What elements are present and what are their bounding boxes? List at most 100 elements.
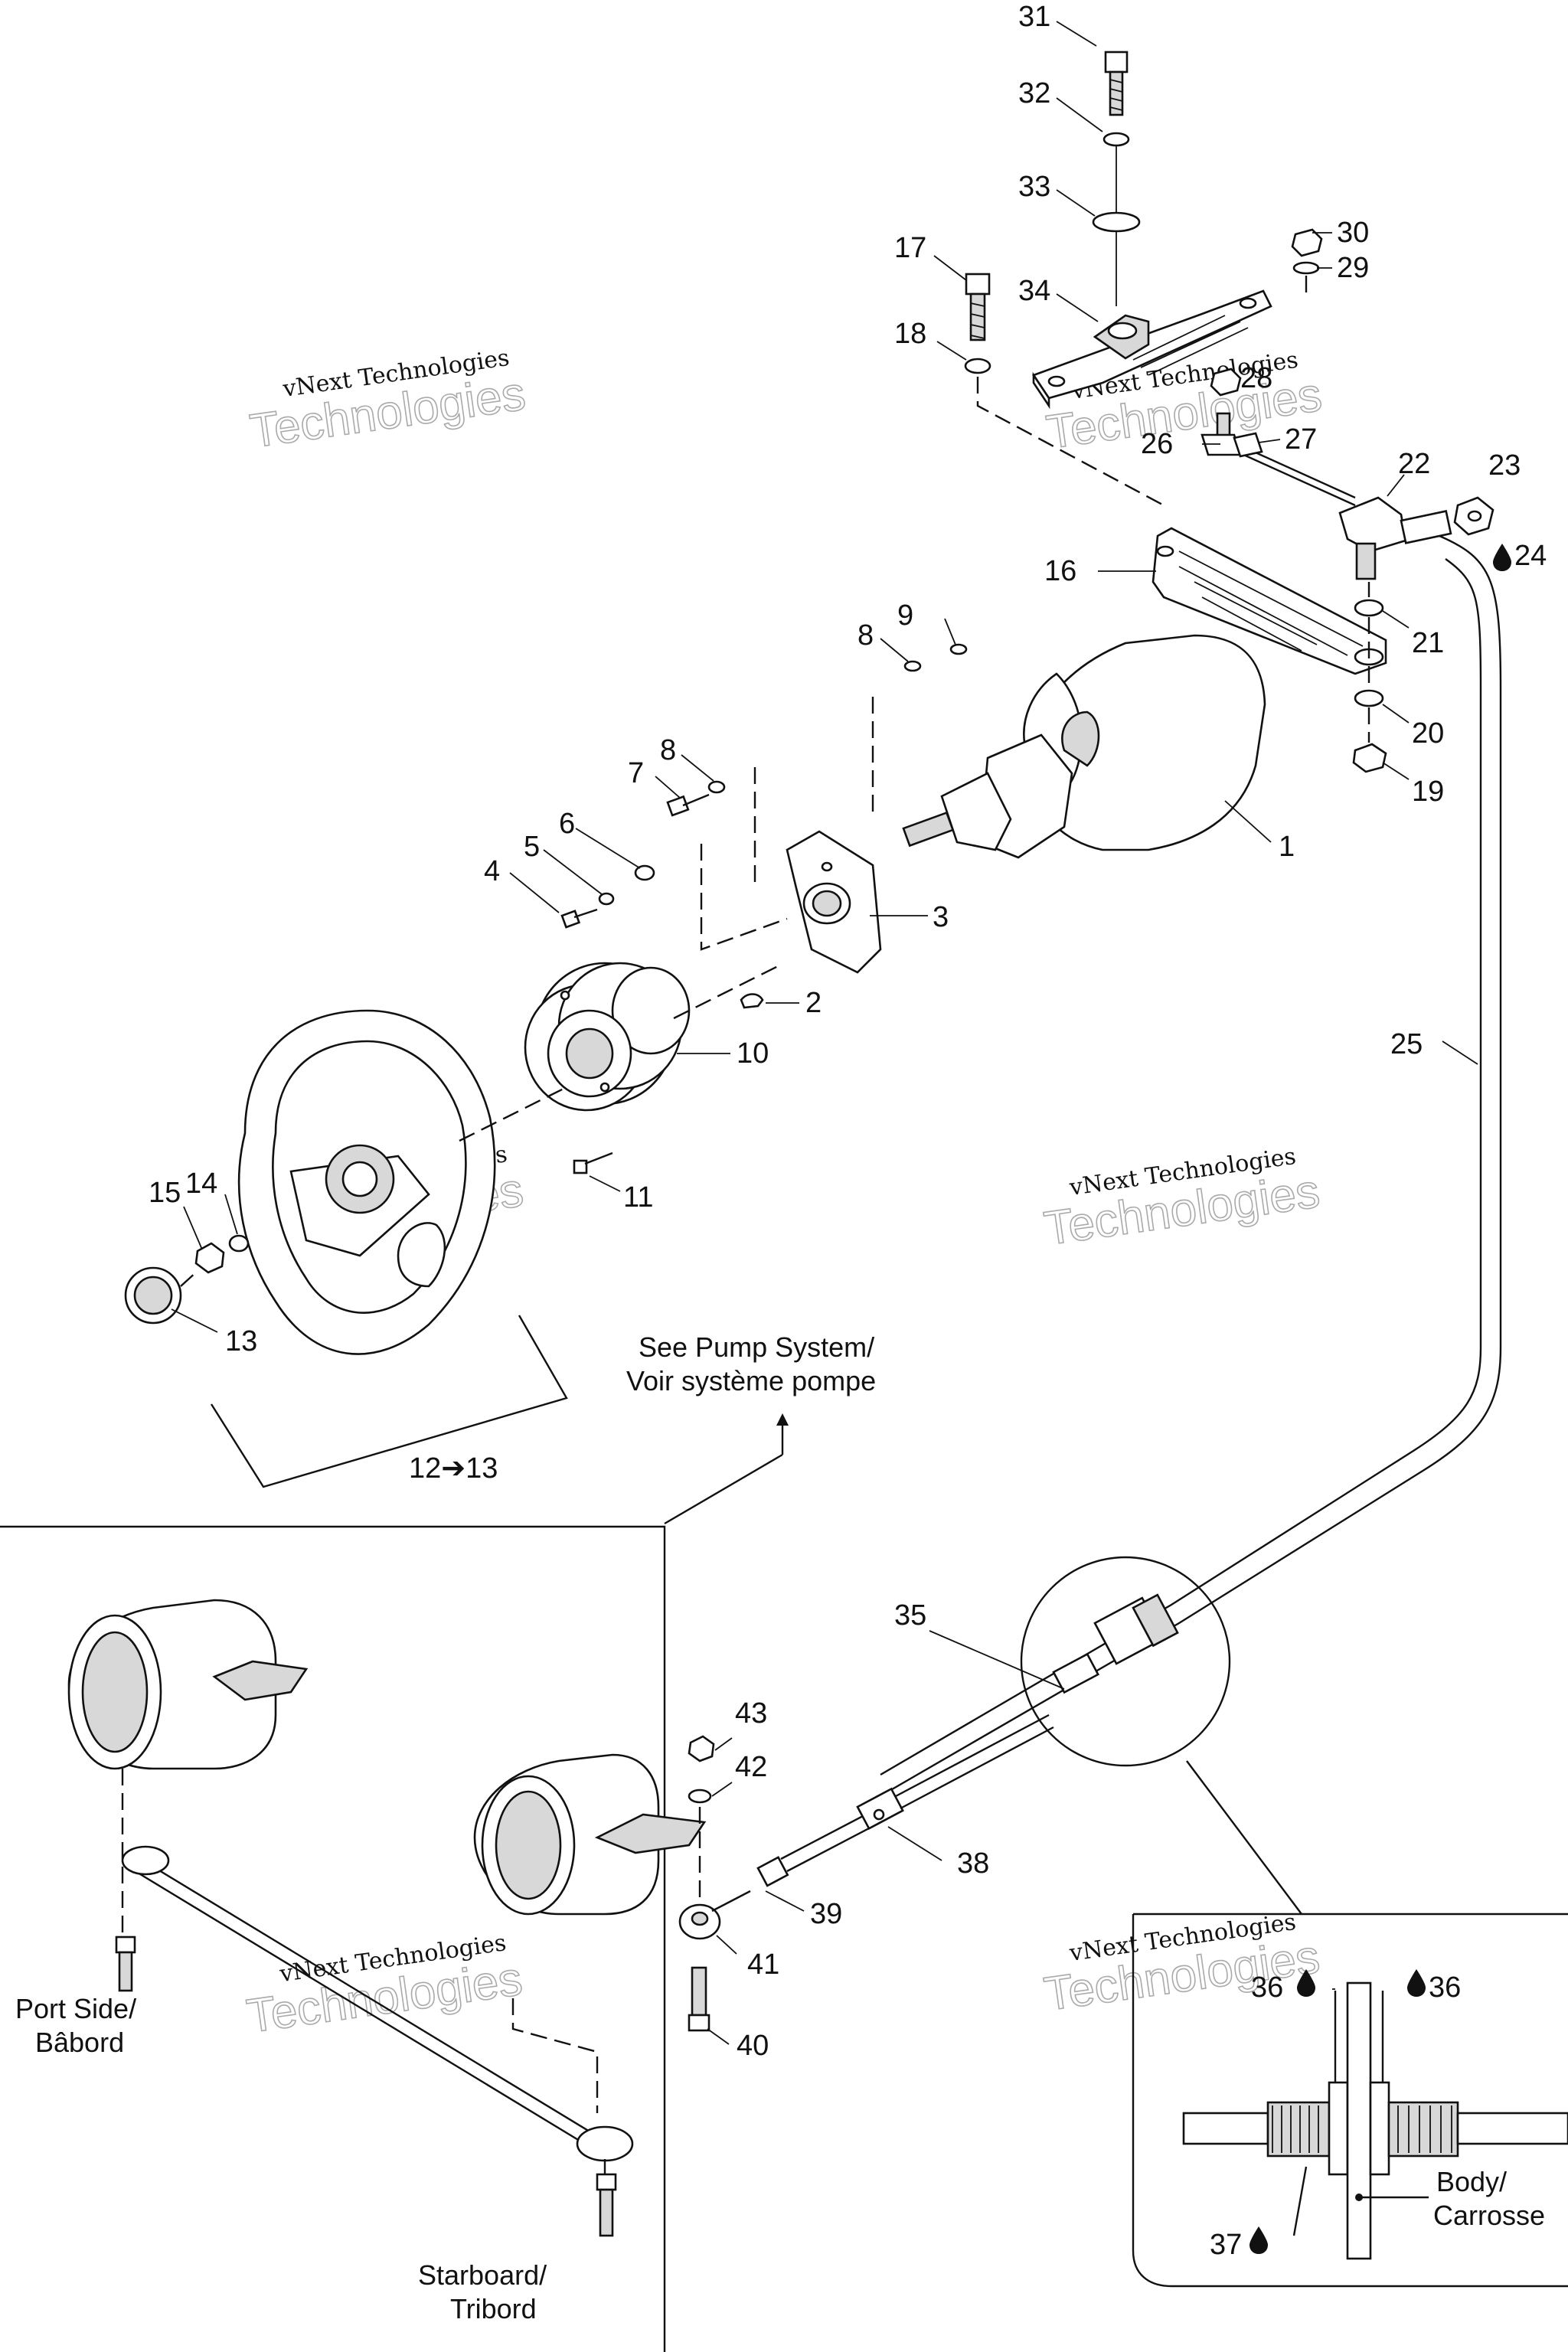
nut-27 (1233, 432, 1263, 458)
cable-nut-35 (1052, 1593, 1179, 1694)
callout-labels: 31 32 33 30 29 17 34 18 28 26 27 22 23 2… (149, 1, 1547, 2261)
pump-note-line1: See Pump System/ (639, 1331, 874, 1363)
washer-8-upper (903, 660, 922, 672)
bracket-12-13 (210, 1315, 568, 1488)
detail-circle-35 (1020, 1556, 1231, 1767)
callout-5: 5 (524, 831, 540, 863)
lock-washer-32 (1102, 132, 1130, 147)
hub-adapter-10 (524, 962, 691, 1112)
callout-37: 37 (1210, 2229, 1242, 2261)
starboard-label-line2: Tribord (450, 2293, 537, 2324)
callout-31: 31 (1018, 1, 1050, 33)
callout-32: 32 (1018, 77, 1050, 109)
callout-17: 17 (894, 232, 926, 264)
callout-21: 21 (1412, 627, 1444, 659)
port-side-label-line1: Port Side/ (15, 1993, 136, 2024)
oil-drop-icon (1493, 544, 1511, 571)
oil-drop-icon (1297, 1969, 1315, 1997)
washer-8-lower (707, 780, 726, 794)
watermark-bottom-right: Technologies vNext Technologies (1040, 1909, 1324, 2022)
callout-13: 13 (225, 1325, 257, 1357)
detail-box-port-starboard (0, 1525, 666, 2352)
screw-7 (666, 793, 710, 817)
sleeve-38 (856, 1787, 904, 1831)
callout-33: 33 (1018, 171, 1050, 203)
callout-4: 4 (484, 855, 500, 887)
callout-40: 40 (737, 2030, 769, 2062)
dash-17-to-16 (976, 377, 1165, 507)
callout-42: 42 (735, 1751, 767, 1783)
callout-16: 16 (1044, 555, 1076, 587)
body-label-line1: Body/ (1436, 2166, 1507, 2197)
steering-wheel-12 (237, 1009, 496, 1355)
nut-15 (194, 1242, 225, 1274)
mount-plate-3 (786, 830, 882, 974)
washer-21 (1354, 599, 1384, 617)
callout-15: 15 (149, 1177, 181, 1209)
callout-30: 30 (1337, 217, 1369, 249)
callout-18: 18 (894, 318, 926, 350)
port-bolt (115, 1936, 136, 1992)
callout-14: 14 (185, 1168, 217, 1200)
watermark-mid-right: Technologies vNext Technologies (1040, 1143, 1324, 1256)
callout-39: 39 (810, 1898, 842, 1930)
dash-6-to-3 (700, 844, 788, 951)
dash-starboard (511, 1998, 599, 2113)
nut-43 (688, 1735, 715, 1762)
port-nozzle (67, 1599, 309, 1770)
nut-9 (949, 643, 968, 655)
pump-leader (664, 1453, 783, 1525)
ball-joint-41 (678, 1890, 751, 1940)
port-side-label-line2: Bâbord (35, 2027, 124, 2058)
washer-6 (634, 864, 655, 881)
washer-29 (1292, 261, 1320, 275)
callout-3: 3 (933, 901, 949, 933)
callout-2: 2 (805, 987, 822, 1019)
callout-36-right: 36 (1429, 1971, 1461, 2004)
cable-elbow-22 (1338, 496, 1452, 580)
callout-29: 29 (1337, 252, 1369, 284)
key-2 (740, 993, 764, 1009)
starboard-nozzle (473, 1753, 707, 1916)
screw-4 (560, 908, 598, 929)
upper-bracket-34 (1032, 289, 1272, 410)
callout-9: 9 (897, 599, 913, 632)
bolt-17 (965, 273, 991, 341)
callout-35: 35 (894, 1599, 926, 1632)
callout-6: 6 (559, 808, 575, 840)
steering-cable-25 (880, 534, 1502, 1793)
washer-14 (228, 1234, 250, 1253)
callout-12-to-13: 12➔13 (409, 1452, 498, 1485)
washer-20 (1354, 689, 1384, 707)
callout-8-upper: 8 (858, 619, 874, 652)
ball-joint-26 (1200, 412, 1356, 507)
leader-to-detail-box (1186, 1760, 1302, 1915)
leader-lines (171, 21, 1478, 2045)
pump-note-line2: Voir système pompe (626, 1365, 876, 1396)
bulkhead-fitting (1182, 1981, 1568, 2260)
washer-18 (964, 358, 991, 374)
flat-washer-33 (1092, 211, 1141, 233)
callout-23: 23 (1488, 449, 1521, 482)
steering-helm-1 (902, 634, 1266, 859)
callout-26: 26 (1141, 428, 1173, 460)
oil-drop-icon (1407, 1969, 1426, 1997)
watermark-top-left: Technologies vNext Technologies (247, 345, 530, 459)
callout-27: 27 (1285, 423, 1317, 456)
callout-22: 22 (1398, 448, 1430, 480)
nut-28 (1210, 368, 1242, 397)
bolt-31 (1104, 51, 1129, 116)
nut-19 (1352, 743, 1387, 773)
callout-28: 28 (1240, 362, 1272, 394)
nut-30 (1291, 228, 1323, 257)
detail-box-bulkhead (1132, 1913, 1568, 2288)
cap-13 (124, 1266, 182, 1325)
starboard-label-line1: Starboard/ (418, 2259, 547, 2291)
callout-34: 34 (1018, 275, 1050, 307)
body-label-line2: Carrosse (1433, 2200, 1545, 2231)
callout-25: 25 (1390, 1028, 1423, 1060)
bolt-40 (688, 1966, 710, 2032)
starboard-bolt (596, 2173, 617, 2237)
